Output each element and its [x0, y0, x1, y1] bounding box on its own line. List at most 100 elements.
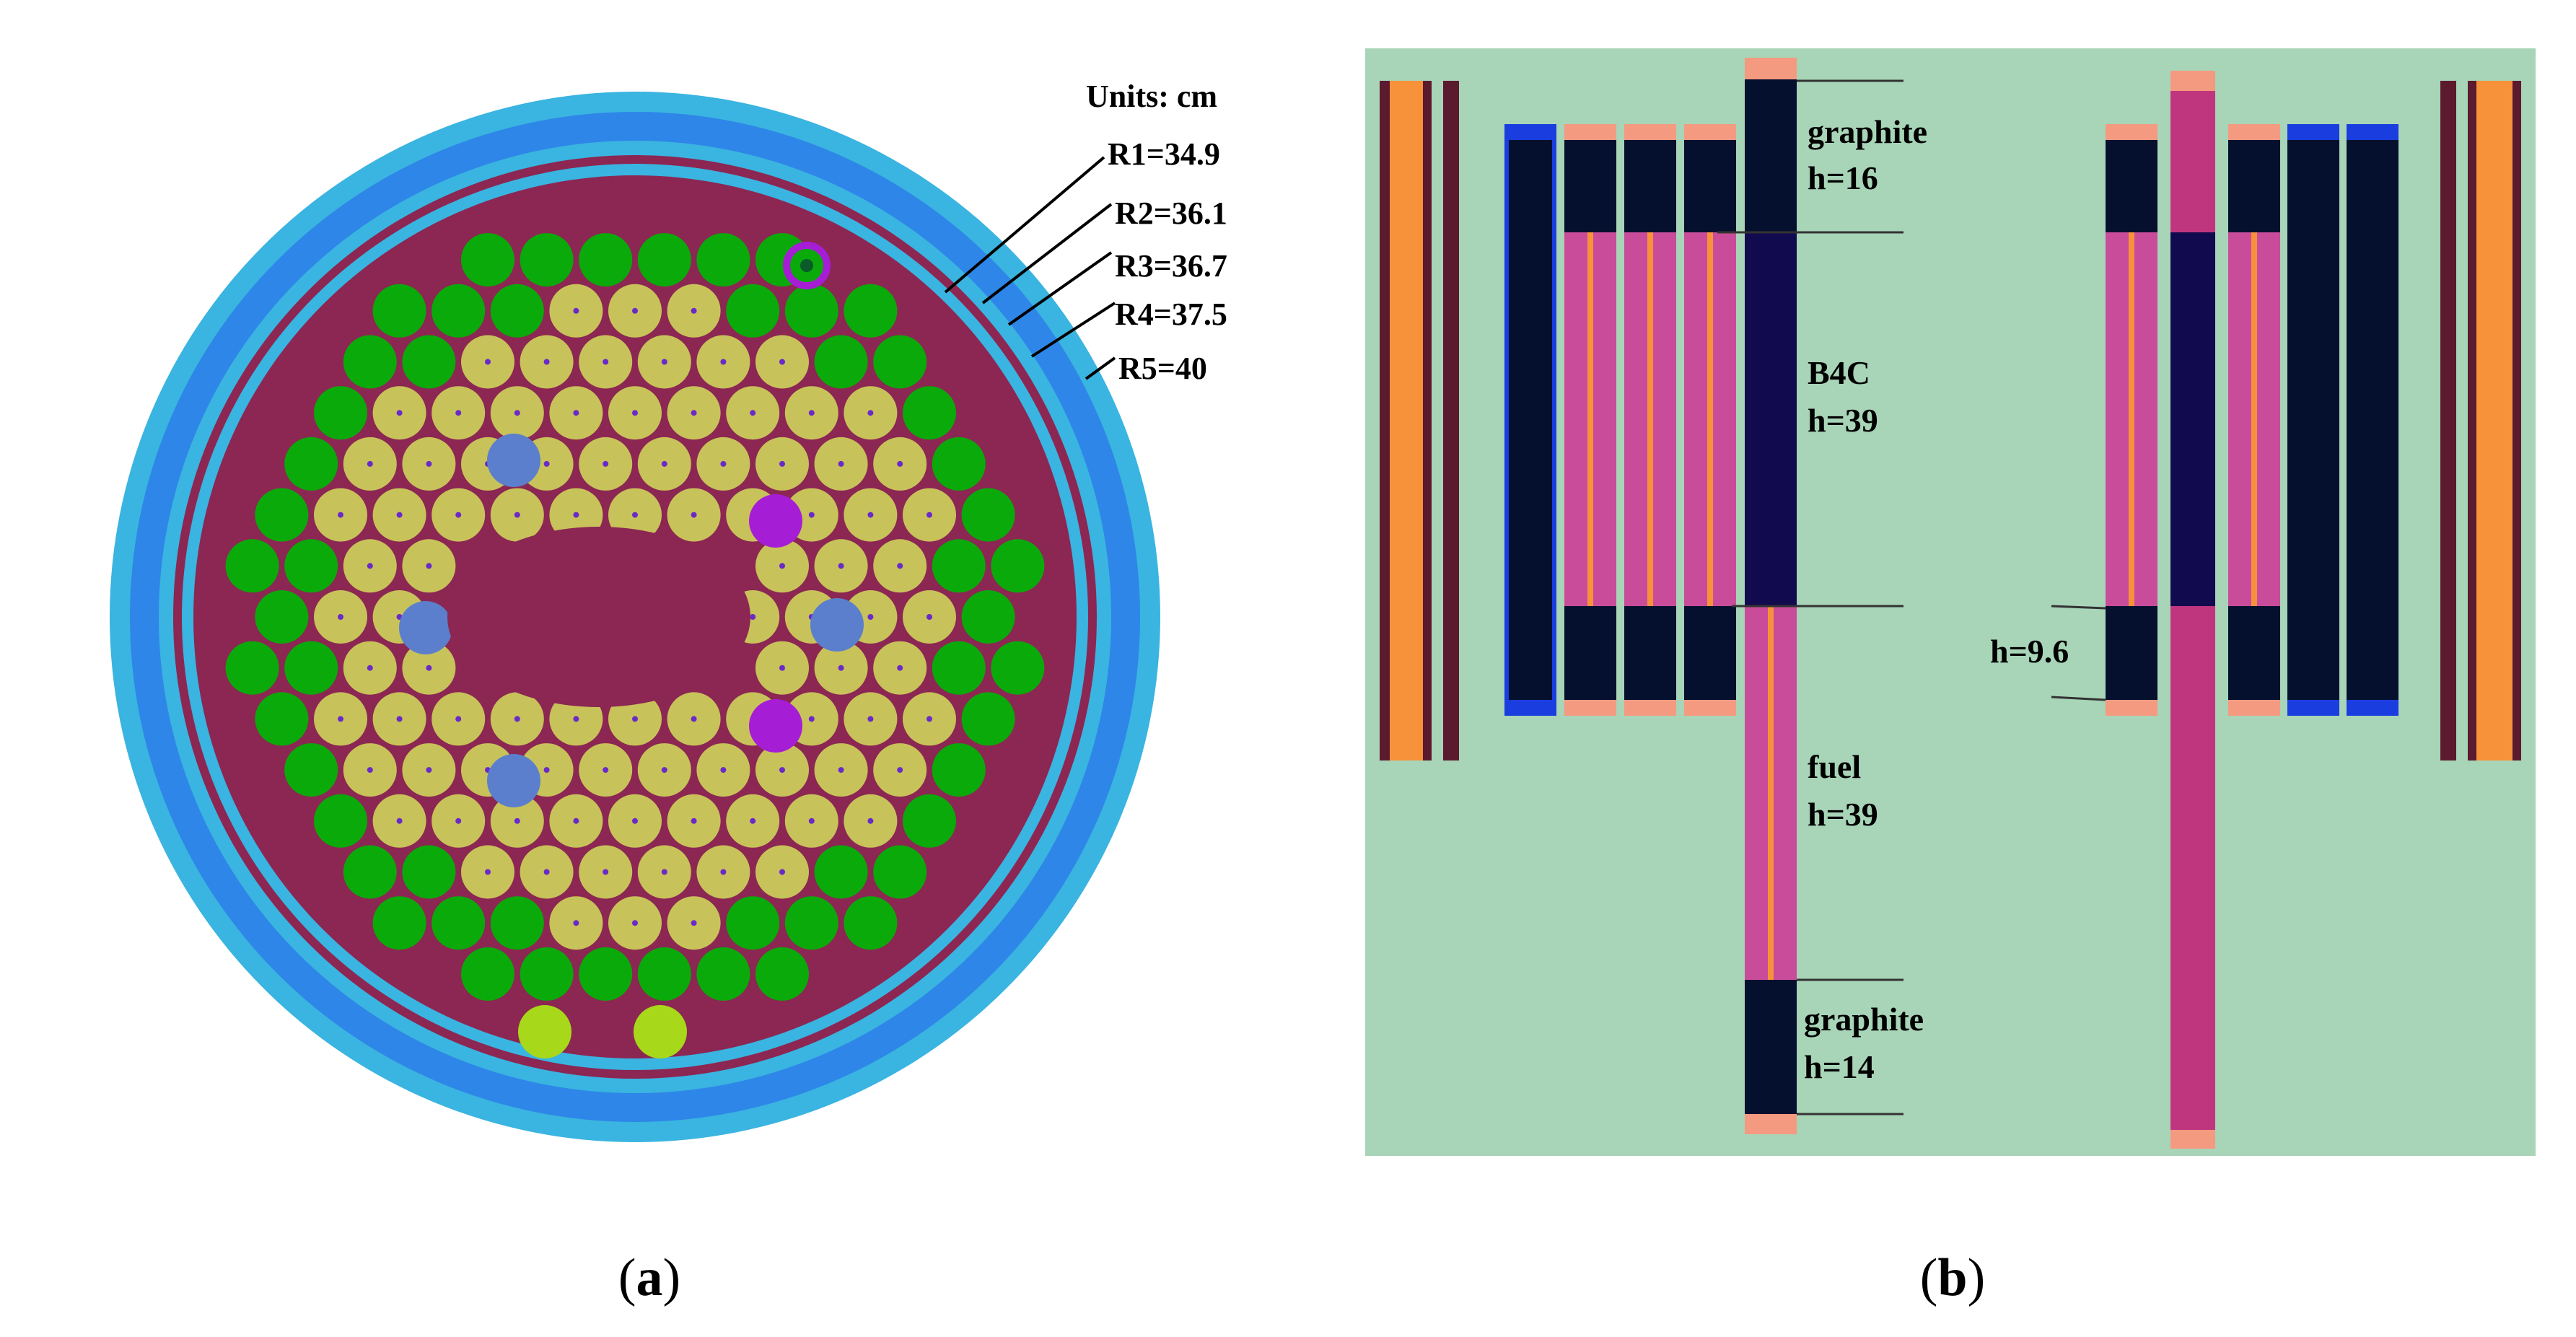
reflector-pin [696, 947, 750, 1001]
purple-pin [749, 699, 802, 753]
right-outer-stripe-3 [2476, 81, 2513, 760]
fuel-pin-center [779, 869, 785, 875]
upper-rod-section [2170, 91, 2215, 232]
reflector-pin [755, 947, 809, 1001]
fuel-stripe [2251, 232, 2257, 606]
left-outer-stripe-4 [1443, 81, 1459, 760]
reflector-pin [932, 437, 986, 491]
fuel-pin-center [573, 716, 579, 722]
right-blue-rod-1 [2287, 124, 2339, 716]
reflector-pin [314, 794, 367, 848]
reflector-pin [903, 794, 956, 848]
fuel-pin-center [720, 767, 727, 773]
fuel-pin-center [603, 359, 609, 365]
graphite-upper [2228, 140, 2280, 232]
reflector-pin [637, 233, 691, 287]
label-graphite-top-h: h=16 [1808, 159, 1878, 196]
reflector-pin [903, 386, 956, 440]
reflector-pin [726, 284, 780, 338]
fuel-pin-center [573, 920, 579, 926]
reflector-pin [284, 743, 338, 797]
dim-line-side-bottom [2051, 696, 2106, 701]
graphite-lower [1624, 606, 1676, 700]
fuel-pin-center [367, 767, 373, 773]
left-blue-rod-top-cap [1504, 124, 1556, 140]
label-b4c-h: h=39 [1808, 402, 1878, 439]
reflector-pin [343, 335, 397, 389]
reflector-pin [314, 386, 367, 440]
right-fuel-assembly-2 [2228, 124, 2280, 716]
reflector-pin [579, 233, 633, 287]
reflector-pin [343, 845, 397, 899]
radius-callouts [944, 156, 1116, 380]
bottom-tip [1745, 1114, 1797, 1134]
fuel-pin-center [543, 359, 550, 365]
fuel-pin-center [691, 817, 697, 824]
fuel-stripe [1647, 232, 1653, 606]
fuel-pin-center [573, 512, 579, 518]
reflector-pin [461, 233, 514, 287]
right-control-rod [2170, 71, 2215, 1149]
fuel-pin-center [603, 460, 609, 467]
fuel-pin-center [396, 512, 403, 518]
tip [1624, 700, 1676, 716]
reflector-pin [991, 641, 1045, 695]
reflector-pin [461, 947, 514, 1001]
fuel-pin-center [779, 767, 785, 773]
fuel-pin-center [691, 920, 697, 926]
graphite-lower [1684, 606, 1736, 700]
fuel-pin-center [808, 410, 815, 416]
units-label: Units: cm [1086, 79, 1217, 114]
fuel-pin-center [897, 460, 903, 467]
fuel-stripe [2129, 232, 2134, 606]
reflector-pin [696, 233, 750, 287]
fuel-pin-center [514, 817, 520, 824]
callout-line-r2 [981, 203, 1113, 304]
reflector-pin [726, 896, 780, 950]
control-rod-pin [810, 598, 864, 652]
fuel-pin-center [603, 869, 609, 875]
reflector-pin [784, 284, 838, 338]
fuel-pin-center [514, 512, 520, 518]
fuel-pin-center [396, 410, 403, 416]
reflector-pin [844, 284, 898, 338]
fuel-pin-center [338, 512, 343, 518]
fuel-pin-center [632, 512, 638, 518]
fuel-pin-center [632, 920, 638, 926]
reflector-pin [932, 641, 986, 695]
fuel-pin-center [514, 716, 520, 722]
tip [2228, 700, 2280, 716]
fuel-pin-center [867, 817, 874, 824]
fuel-pin-center [897, 665, 903, 671]
top-tip [1745, 58, 1797, 79]
reflector-pin [814, 335, 868, 389]
fuel-pin-center [367, 665, 373, 671]
fuel-pin-center [661, 767, 667, 773]
fuel-pin-center [691, 512, 697, 518]
fuel-pin-center [632, 716, 638, 722]
left-outer-stripe-3 [1423, 81, 1432, 760]
right-outer-stripe-1 [2440, 81, 2456, 760]
fuel-pin-center [338, 716, 343, 722]
reflector-pin [490, 284, 544, 338]
reflector-pin [284, 539, 338, 593]
reflector-pin [961, 488, 1015, 542]
reflector-pin [284, 641, 338, 695]
fuel-pin-center [661, 869, 667, 875]
fuel-pin-center [808, 817, 815, 824]
fuel-pin-center [367, 563, 373, 569]
fuel-pin-center [867, 716, 874, 722]
radius-label-r4: R4=37.5 [1115, 297, 1227, 332]
fuel-pin-center [661, 460, 667, 467]
fuel-stripe [1768, 606, 1774, 980]
reflector-pin [372, 284, 426, 338]
fuel-pin-center [691, 716, 697, 722]
dim-line-side-top [2051, 605, 2106, 610]
tip [1564, 124, 1616, 140]
callout-line-r4 [1030, 302, 1116, 358]
fuel-pin-center [926, 512, 932, 518]
fuel-pin-center [897, 563, 903, 569]
pin-lattice [225, 233, 1045, 1058]
fuel-pin-center [426, 767, 432, 773]
fuel-pin-center [779, 359, 785, 365]
